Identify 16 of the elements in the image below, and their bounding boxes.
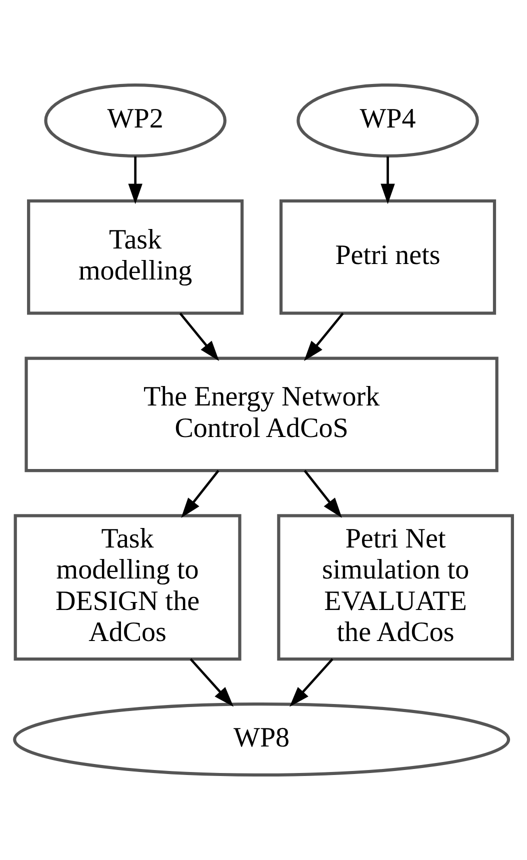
arrow: [128, 156, 142, 204]
node-box: Task modelling to DESIGN the AdCos: [14, 514, 242, 661]
node-ellipse: WP2: [44, 83, 226, 158]
arrow: [304, 470, 342, 518]
arrow: [190, 658, 234, 707]
node-box: Petri nets: [279, 199, 496, 315]
arrow: [304, 312, 344, 361]
node-box: Petri Net simulation to EVALUATE the AdCos: [277, 514, 514, 661]
node-ellipse: WP8: [13, 702, 510, 777]
arrow: [380, 156, 395, 204]
arrow: [290, 658, 334, 707]
arrow: [179, 312, 220, 361]
node-box: Task modelling: [27, 199, 244, 315]
arrow: [181, 470, 220, 518]
node-ellipse: WP4: [296, 83, 479, 158]
node-box: The Energy Network Control AdCoS: [24, 356, 498, 472]
